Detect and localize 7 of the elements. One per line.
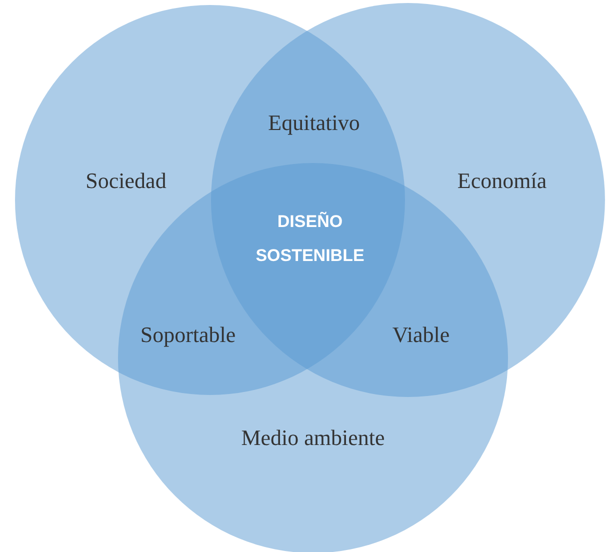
circle-label: Sociedad <box>86 168 166 194</box>
circle-label: Economía <box>457 168 547 194</box>
center-label: DISEÑO SOSTENIBLE <box>254 210 366 267</box>
overlap-label: Soportable <box>140 322 236 348</box>
overlap-label: Viable <box>392 322 450 348</box>
circle-label: Medio ambiente <box>241 425 385 451</box>
overlap-label: Equitativo <box>268 110 360 136</box>
